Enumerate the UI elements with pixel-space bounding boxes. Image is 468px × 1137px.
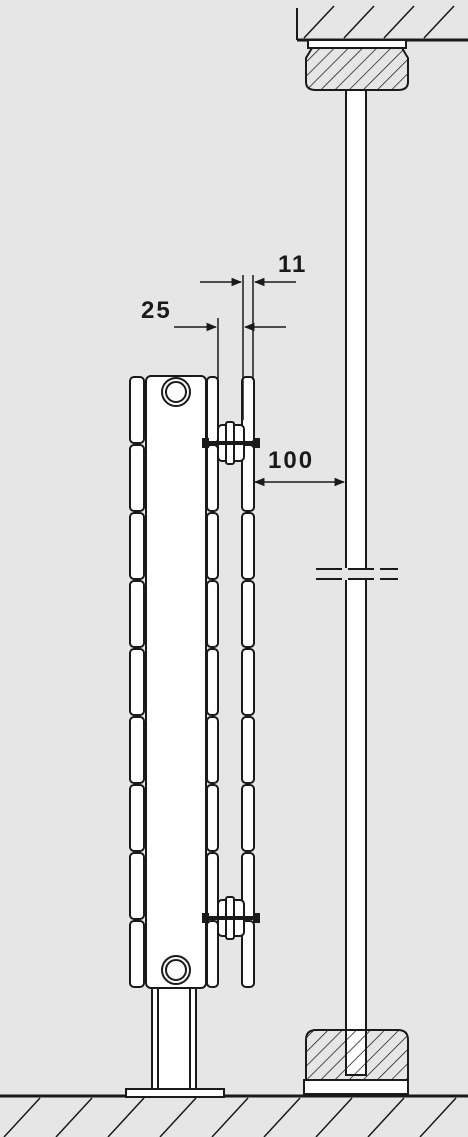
middle-fin-3 bbox=[206, 512, 219, 580]
left-fin-9 bbox=[129, 920, 145, 988]
rear-fin-5 bbox=[241, 648, 255, 716]
middle-fin-6 bbox=[206, 716, 219, 784]
left-fin-7 bbox=[129, 784, 145, 852]
rear-convector-fins bbox=[241, 376, 255, 988]
middle-fin-8 bbox=[206, 852, 219, 920]
middle-fin-9 bbox=[206, 920, 219, 988]
ceiling-hatch bbox=[303, 5, 455, 39]
left-fin-2 bbox=[129, 444, 145, 512]
bottom-pipe-connection bbox=[161, 955, 191, 985]
left-fin-4 bbox=[129, 580, 145, 648]
floor-hatch bbox=[3, 1097, 457, 1137]
radiator-floor-stand bbox=[125, 984, 225, 1098]
middle-fin-4 bbox=[206, 580, 219, 648]
support-pole bbox=[316, 89, 398, 1076]
dimension-11-label: 11 bbox=[278, 251, 307, 278]
dimension-11 bbox=[200, 275, 296, 420]
bottom-wall-bracket bbox=[202, 896, 260, 940]
bottom-clamp-block bbox=[303, 1029, 409, 1095]
dimension-25-label: 25 bbox=[141, 297, 172, 324]
left-fin-3 bbox=[129, 512, 145, 580]
dimension-100-label: 100 bbox=[268, 447, 314, 474]
middle-convector-fins bbox=[206, 376, 219, 988]
rear-fin-9 bbox=[241, 920, 255, 988]
ceiling bbox=[296, 5, 468, 42]
left-fin-6 bbox=[129, 716, 145, 784]
radiator-front-panel bbox=[145, 375, 207, 989]
left-fin-5 bbox=[129, 648, 145, 716]
rear-fin-4 bbox=[241, 580, 255, 648]
middle-fin-5 bbox=[206, 648, 219, 716]
rear-fin-3 bbox=[241, 512, 255, 580]
middle-fin-2 bbox=[206, 444, 219, 512]
rear-fin-7 bbox=[241, 784, 255, 852]
top-pipe-connection bbox=[161, 377, 191, 407]
floor bbox=[0, 1094, 468, 1137]
middle-fin-7 bbox=[206, 784, 219, 852]
radiator bbox=[129, 375, 255, 989]
top-clamp-block bbox=[305, 39, 409, 91]
left-fin-1 bbox=[129, 376, 145, 444]
middle-fin-1 bbox=[206, 376, 219, 444]
top-wall-bracket bbox=[202, 421, 260, 465]
rear-fin-6 bbox=[241, 716, 255, 784]
left-convector-fins bbox=[129, 376, 145, 988]
dimension-25 bbox=[174, 318, 286, 380]
left-fin-8 bbox=[129, 852, 145, 920]
